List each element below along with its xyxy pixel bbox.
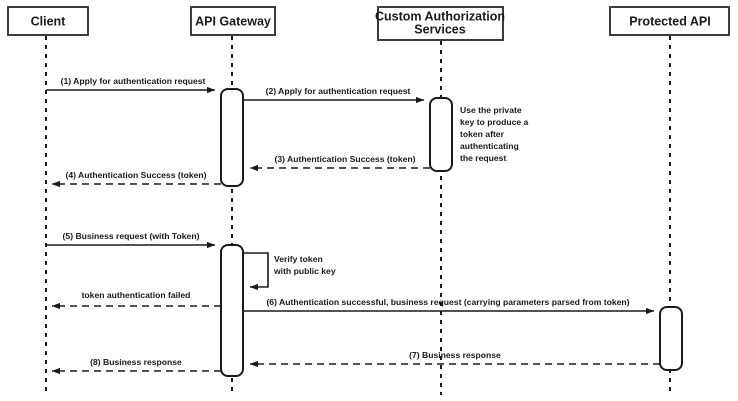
note-private-key-line3: token after [460,129,505,139]
participant-box-custom-authorization-services [377,6,504,41]
message-4-label: (4) Authentication Success (token) [65,170,206,180]
message-4[interactable]: (4) Authentication Success (token) [51,170,221,188]
participant-box-api-gateway [190,6,276,36]
participant-label-custom-authorization-services-line1: Custom Authorization [375,9,505,23]
self-message-verify-token-line [243,252,269,291]
participant-label-client: Client [31,14,67,28]
message-1-label: (1) Apply for authentication request [61,76,206,86]
self-message-verify-token-line2: with public key [273,266,336,276]
participant-label-api-gateway: API Gateway [195,14,271,28]
activation-bar-api-gateway-auth [220,88,244,187]
activation-bar-protected-api [659,306,683,371]
message-token-authentication-failed-label: token authentication failed [82,290,191,300]
participant-api-gateway[interactable]: API Gateway [190,6,276,36]
message-8-label: (8) Business response [90,357,182,367]
participant-label-custom-authorization-services-line2: Services [414,22,465,36]
message-1[interactable]: (1) Apply for authentication request [46,76,216,94]
message-7-label: (7) Business response [409,350,501,360]
participant-custom-authorization-services[interactable]: Custom Authorization Services [375,6,505,41]
message-6-label: (6) Authentication successful, business … [266,297,629,307]
participant-box-client [7,6,89,36]
activation-bar-custom-authorization-services [429,97,453,172]
note-private-key-line1: Use the private [460,105,522,115]
message-2-label: (2) Apply for authentication request [266,86,411,96]
message-5[interactable]: (5) Business request (with Token) [46,231,216,249]
message-2[interactable]: (2) Apply for authentication request [243,86,425,104]
message-5-label: (5) Business request (with Token) [63,231,200,241]
message-6[interactable]: (6) Authentication successful, business … [243,297,655,315]
message-3-label: (3) Authentication Success (token) [274,154,415,164]
self-message-verify-token[interactable]: Verify token with public key [243,252,336,291]
note-private-key-line4: authenticating [460,141,519,151]
message-7[interactable]: (7) Business response [249,350,660,368]
participant-client[interactable]: Client [7,6,89,36]
message-3[interactable]: (3) Authentication Success (token) [249,154,430,172]
activation-bar-api-gateway-business [220,244,244,377]
note-private-key-line5: the request [460,153,506,163]
participant-protected-api[interactable]: Protected API [609,6,730,36]
message-token-authentication-failed[interactable]: token authentication failed [51,290,221,310]
participant-label-protected-api: Protected API [629,14,711,28]
self-message-verify-token-line1: Verify token [274,254,323,264]
note-private-key: Use the private key to produce a token a… [460,105,529,163]
participant-box-protected-api [609,6,730,36]
message-8[interactable]: (8) Business response [51,357,221,375]
note-private-key-line2: key to produce a [460,117,529,127]
